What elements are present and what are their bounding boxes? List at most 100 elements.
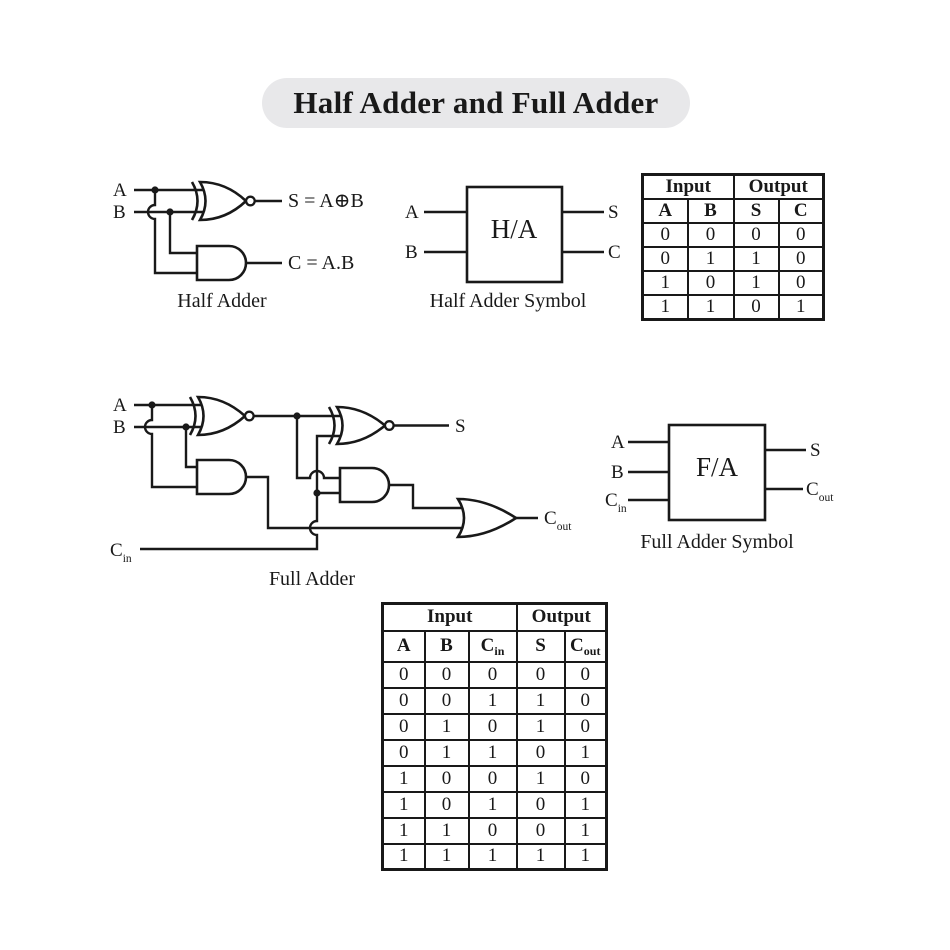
table-cell: 0 [732,294,780,321]
table-cell: 1 [686,246,735,272]
table-cell: 1 [467,842,518,871]
fas-cin-label: Cin [605,490,627,515]
table-cell: 1 [381,790,426,819]
table-cell: 1 [423,738,470,767]
wire-fa-cin [140,434,350,551]
fas-output-s-label: S [810,440,821,461]
table-cell: 1 [381,764,426,793]
or-gate [455,497,519,539]
fa-cin-label: Cin [110,540,132,565]
table-cell: 0 [423,660,470,689]
fa-cout-label: Cout [544,508,572,533]
wire-fa-and2-to-or [389,483,472,510]
output-group-header: Output [515,602,608,632]
table-cell: 1 [777,294,825,321]
table-cell: 1 [423,842,470,871]
table-cell: 1 [732,246,780,272]
wire-ha-a-branch [146,190,203,275]
junction-dot [148,401,156,409]
ha-box-label: H/A [491,214,538,244]
fa-input-a-label: A [113,395,127,416]
table-cell: 0 [777,270,825,296]
xor2-gate-rear-arc [327,406,336,445]
column-header: S [515,629,566,663]
table-cell: 1 [563,842,608,871]
title-banner: Half Adder and Full Adder [262,78,690,128]
column-header: Cin [467,629,518,663]
fas-input-a-label: A [611,432,625,453]
and2-gate [338,466,391,504]
has-output-s-label: S [608,202,619,223]
table-cell: 0 [515,816,566,845]
fas-caption: Full Adder Symbol [640,531,794,553]
table-cell: 0 [563,660,608,689]
table-cell: 1 [381,842,426,871]
ha-symbol-box [465,185,564,284]
table-cell: 0 [381,712,426,741]
output-group-header: Output [732,173,825,200]
table-cell: 1 [515,764,566,793]
wire-ha-b-branch [168,212,203,255]
xor1-gate [195,395,247,437]
table-cell: 0 [423,790,470,819]
group-header-row: Input Output [641,173,825,200]
table-cell: 0 [641,222,689,248]
table-cell: 1 [467,686,518,715]
table-cell: 1 [732,270,780,296]
table-cell: 0 [467,764,518,793]
fas-input-b-label: B [611,462,624,483]
table-cell: 0 [467,816,518,845]
has-input-b-label: B [405,242,418,263]
fa-box-label: F/A [696,452,739,482]
table-cell: 0 [515,738,566,767]
table-cell: 0 [467,712,518,741]
inversion-bubble [243,410,255,422]
group-header-row: Input Output [381,602,608,632]
fas-cout-label: Cout [806,479,834,504]
ha-carry-equation: C = A.B [288,252,354,274]
and-gate [195,244,248,282]
inversion-bubble [383,420,395,431]
ha-caption: Half Adder [177,290,267,312]
table-cell: 0 [732,222,780,248]
table-cell: 1 [641,294,689,321]
table-cell: 0 [686,222,735,248]
half-adder-circuit: A B S = A⊕B C = A.B Half Adder [113,180,364,312]
fa-input-b-label: B [113,417,126,438]
table-cell: 0 [777,246,825,272]
table-cell: 0 [563,712,608,741]
xor-gate-rear-arc [190,181,199,221]
ha-input-a-label: A [113,180,127,201]
table-cell: 0 [563,764,608,793]
table-cell: 1 [467,738,518,767]
table-cell: 1 [467,790,518,819]
table-cell: 0 [777,222,825,248]
column-header: B [686,198,735,224]
ha-input-b-label: B [113,202,126,223]
table-cell: 0 [563,686,608,715]
table-cell: 1 [563,816,608,845]
table-cell: 1 [381,816,426,845]
wire-fa-xor1-to-and2 [295,416,346,480]
input-group-header: Input [381,602,518,632]
xor2-gate [334,405,388,446]
has-caption: Half Adder Symbol [430,290,587,312]
ha-sum-equation: S = A⊕B [288,190,364,212]
junction-dot [293,412,301,420]
fa-sum-label: S [455,416,466,437]
wire-fa-and1-to-or [246,475,472,530]
